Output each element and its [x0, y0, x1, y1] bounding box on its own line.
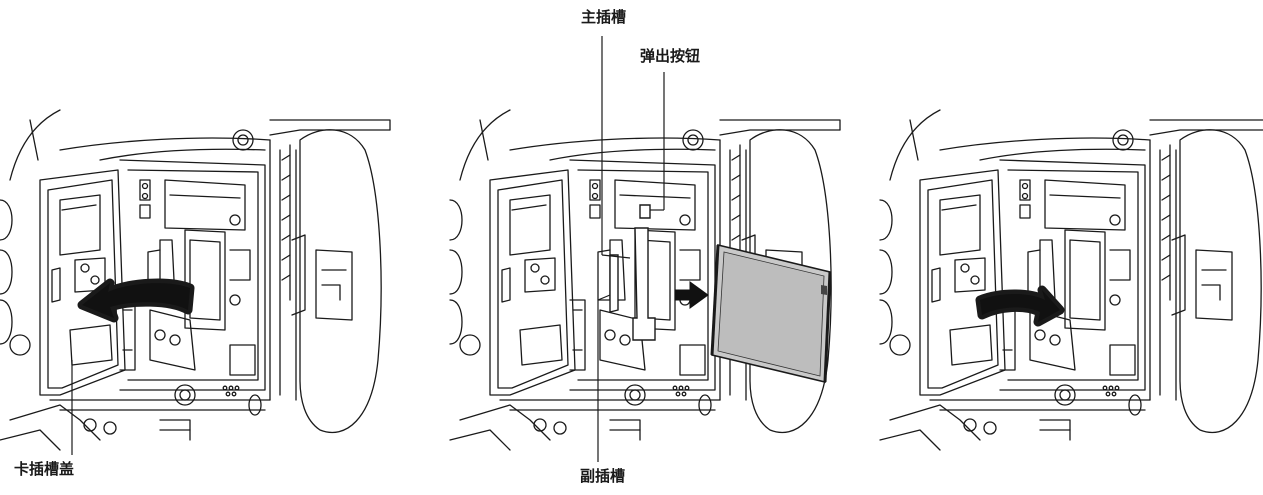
- panel-close-cover: [879, 109, 1263, 451]
- memory-card: [710, 243, 832, 384]
- panel-open-cover: [0, 109, 391, 455]
- insert-arrow-icon: [674, 281, 709, 309]
- main-slot-outline: [632, 227, 656, 341]
- panel-insert-card: [449, 36, 841, 462]
- card-slot-cover-label: 卡插槽盖: [14, 460, 75, 478]
- sub-slot-outline: [609, 254, 619, 313]
- sub-slot-label: 副插槽: [580, 467, 626, 485]
- main-slot-label: 主插槽: [581, 8, 627, 26]
- eject-button-shape: [639, 204, 651, 219]
- eject-button-label: 弹出按钮: [640, 47, 701, 65]
